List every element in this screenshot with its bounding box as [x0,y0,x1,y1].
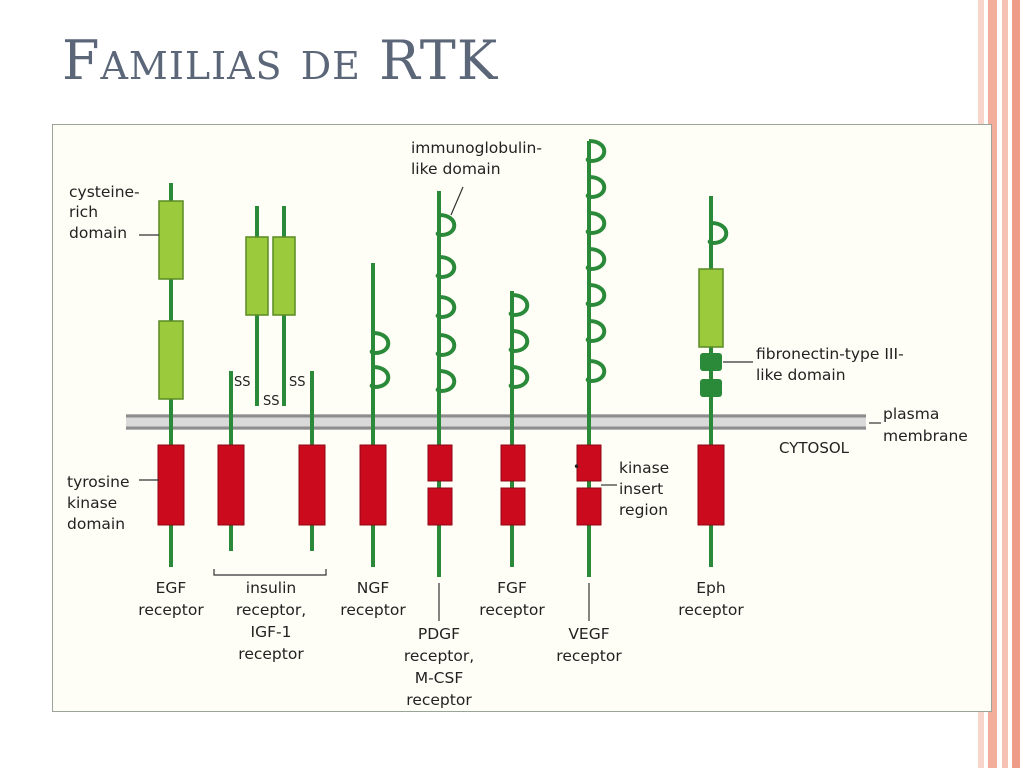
fibronectin-domains [700,353,722,397]
kinase-insert-marker: • [573,460,580,474]
tyrosine-kinase-label-1: tyrosine [67,473,130,491]
immunoglobulin-loops [369,139,729,394]
insulin-receptor-label-1: insulin [246,579,296,597]
fibronectin-label-2: like domain [756,366,846,384]
pdgf-receptor-label-4: receptor [406,691,472,709]
eph-receptor-label-1: Eph [696,579,725,597]
egf-receptor-label-1: EGF [156,579,187,597]
cytosol-label: CYTOSOL [779,439,850,457]
plasma-membrane [126,414,866,430]
kinase-insert-label-2: insert [619,480,663,498]
insulin-receptor-label-3: IGF-1 [251,623,292,641]
disulfide-label-3: SS [289,375,306,390]
pdgf-receptor-label-1: PDGF [418,625,460,643]
disulfide-label-1: SS [234,375,251,390]
receptor-labels: EGF receptor insulin receptor, IGF-1 rec… [138,579,744,709]
disulfide-label-2: SS [263,394,280,409]
insulin-receptor-label-2: receptor, [236,601,306,619]
kinase-insert-label-1: kinase [619,459,669,477]
immunoglobulin-label-2: like domain [411,160,501,178]
plasma-membrane-label-1: plasma [883,405,939,423]
ngf-receptor-label-1: NGF [357,579,390,597]
kinase-domains [157,444,725,526]
rtk-diagram: • SS SS SS cysteine- rich domain immunog… [67,139,968,709]
cysteine-rich-label-2: rich [69,203,98,221]
vegf-receptor-label-2: receptor [556,647,622,665]
cysteine-rich-domains [158,200,724,400]
leader-lines [139,186,881,621]
vegf-receptor-label-1: VEGF [568,625,609,643]
slide-title: Familias de RTK [62,29,499,92]
cysteine-rich-label-1: cysteine- [69,183,140,201]
egf-receptor-label-2: receptor [138,601,204,619]
eph-receptor-label-2: receptor [678,601,744,619]
pdgf-receptor-label-2: receptor, [404,647,474,665]
kinase-insert-label-3: region [619,501,668,519]
rtk-families-figure: • SS SS SS cysteine- rich domain immunog… [52,124,992,712]
insulin-receptor-label-4: receptor [238,645,304,663]
plasma-membrane-label-2: membrane [883,427,968,445]
tyrosine-kinase-label-3: domain [67,515,125,533]
fibronectin-label-1: fibronectin-type III- [756,345,904,363]
cysteine-rich-label-3: domain [69,224,127,242]
domain-labels: cysteine- rich domain immunoglobulin- li… [67,139,968,533]
disulfide-labels: SS SS SS [234,375,306,409]
pdgf-receptor-label-3: M-CSF [415,669,464,687]
tyrosine-kinase-label-2: kinase [67,494,117,512]
immunoglobulin-label-1: immunoglobulin- [411,139,542,157]
ngf-receptor-label-2: receptor [340,601,406,619]
fgf-receptor-label-1: FGF [497,579,527,597]
fgf-receptor-label-2: receptor [479,601,545,619]
